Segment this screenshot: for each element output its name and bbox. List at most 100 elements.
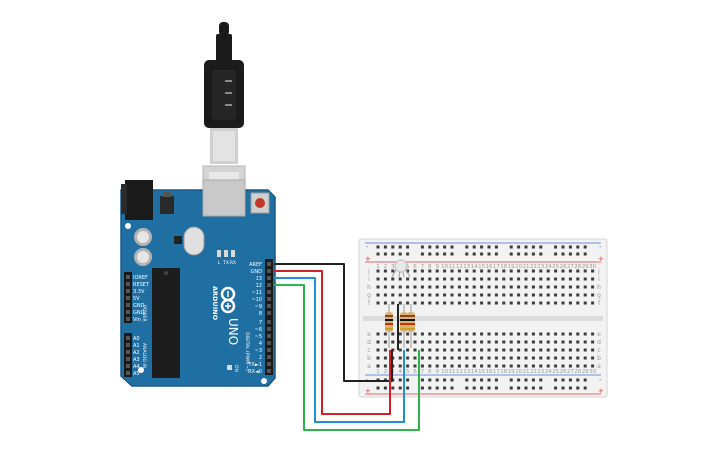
breadboard-hole[interactable] xyxy=(502,293,506,297)
breadboard-hole[interactable] xyxy=(376,285,380,289)
breadboard-hole[interactable] xyxy=(591,269,595,273)
breadboard-hole[interactable] xyxy=(531,269,535,273)
rail-hole[interactable] xyxy=(391,252,395,256)
breadboard-hole[interactable] xyxy=(524,301,528,305)
breadboard-hole[interactable] xyxy=(524,277,528,281)
breadboard-hole[interactable] xyxy=(420,348,424,352)
rail-hole[interactable] xyxy=(406,245,410,249)
header-pin[interactable] xyxy=(267,276,271,280)
breadboard-hole[interactable] xyxy=(413,269,417,273)
breadboard-hole[interactable] xyxy=(509,269,513,273)
breadboard-hole[interactable] xyxy=(531,340,535,344)
wire-gnd[interactable] xyxy=(274,263,393,382)
header-pin[interactable] xyxy=(267,362,271,366)
breadboard-hole[interactable] xyxy=(568,269,572,273)
rail-hole[interactable] xyxy=(554,245,558,249)
breadboard-hole[interactable] xyxy=(480,277,484,281)
breadboard-hole[interactable] xyxy=(494,293,498,297)
breadboard-hole[interactable] xyxy=(472,356,476,360)
breadboard-hole[interactable] xyxy=(443,277,447,281)
breadboard-hole[interactable] xyxy=(546,356,550,360)
rail-hole[interactable] xyxy=(391,386,395,390)
rail-hole[interactable] xyxy=(554,252,558,256)
rail-hole[interactable] xyxy=(398,386,402,390)
breadboard-hole[interactable] xyxy=(487,340,491,344)
rail-hole[interactable] xyxy=(480,386,484,390)
breadboard-hole[interactable] xyxy=(576,277,580,281)
rail-hole[interactable] xyxy=(450,378,454,382)
breadboard-hole[interactable] xyxy=(568,285,572,289)
breadboard-hole[interactable] xyxy=(524,348,528,352)
header-pin[interactable] xyxy=(267,262,271,266)
header-pin[interactable] xyxy=(126,357,130,361)
breadboard-hole[interactable] xyxy=(554,364,558,368)
breadboard-hole[interactable] xyxy=(554,332,558,336)
breadboard-hole[interactable] xyxy=(398,332,402,336)
breadboard-hole[interactable] xyxy=(554,340,558,344)
breadboard-hole[interactable] xyxy=(546,348,550,352)
rail-hole[interactable] xyxy=(472,245,476,249)
resistor-3[interactable] xyxy=(407,304,415,348)
rail-hole[interactable] xyxy=(494,386,498,390)
breadboard-hole[interactable] xyxy=(376,332,380,336)
resistor-2[interactable] xyxy=(400,304,408,348)
rail-hole[interactable] xyxy=(568,252,572,256)
breadboard-hole[interactable] xyxy=(554,348,558,352)
breadboard-hole[interactable] xyxy=(539,269,543,273)
rail-hole[interactable] xyxy=(531,378,535,382)
breadboard-hole[interactable] xyxy=(524,293,528,297)
breadboard-hole[interactable] xyxy=(546,269,550,273)
breadboard-hole[interactable] xyxy=(561,285,565,289)
breadboard-hole[interactable] xyxy=(406,301,410,305)
rail-hole[interactable] xyxy=(465,245,469,249)
breadboard-hole[interactable] xyxy=(517,356,521,360)
breadboard-hole[interactable] xyxy=(539,364,543,368)
breadboard-hole[interactable] xyxy=(494,340,498,344)
breadboard-hole[interactable] xyxy=(554,356,558,360)
breadboard-hole[interactable] xyxy=(443,269,447,273)
rail-hole[interactable] xyxy=(383,252,387,256)
breadboard-hole[interactable] xyxy=(502,301,506,305)
breadboard-hole[interactable] xyxy=(524,285,528,289)
breadboard-hole[interactable] xyxy=(420,340,424,344)
rail-hole[interactable] xyxy=(472,378,476,382)
rail-hole[interactable] xyxy=(568,386,572,390)
rgb-led[interactable] xyxy=(391,259,411,278)
breadboard-hole[interactable] xyxy=(583,340,587,344)
breadboard-hole[interactable] xyxy=(517,277,521,281)
breadboard-hole[interactable] xyxy=(465,293,469,297)
breadboard-hole[interactable] xyxy=(494,332,498,336)
header-pin[interactable] xyxy=(126,336,130,340)
breadboard-hole[interactable] xyxy=(457,301,461,305)
rail-hole[interactable] xyxy=(517,378,521,382)
header-pin[interactable] xyxy=(267,327,271,331)
rail-hole[interactable] xyxy=(398,252,402,256)
rail-hole[interactable] xyxy=(487,378,491,382)
breadboard-hole[interactable] xyxy=(480,285,484,289)
breadboard-hole[interactable] xyxy=(413,364,417,368)
rail-hole[interactable] xyxy=(406,252,410,256)
breadboard-hole[interactable] xyxy=(376,364,380,368)
breadboard-hole[interactable] xyxy=(524,269,528,273)
breadboard-hole[interactable] xyxy=(450,293,454,297)
header-pin[interactable] xyxy=(126,296,130,300)
breadboard-hole[interactable] xyxy=(591,364,595,368)
breadboard-hole[interactable] xyxy=(554,277,558,281)
breadboard-hole[interactable] xyxy=(531,348,535,352)
breadboard-hole[interactable] xyxy=(487,301,491,305)
rail-hole[interactable] xyxy=(487,252,491,256)
breadboard-hole[interactable] xyxy=(487,285,491,289)
rail-hole[interactable] xyxy=(480,252,484,256)
breadboard-hole[interactable] xyxy=(487,356,491,360)
header-pin[interactable] xyxy=(126,282,130,286)
rail-hole[interactable] xyxy=(509,386,513,390)
breadboard-hole[interactable] xyxy=(517,332,521,336)
breadboard-hole[interactable] xyxy=(472,277,476,281)
breadboard-hole[interactable] xyxy=(406,356,410,360)
rail-hole[interactable] xyxy=(524,245,528,249)
breadboard-hole[interactable] xyxy=(413,301,417,305)
breadboard-hole[interactable] xyxy=(435,269,439,273)
rail-hole[interactable] xyxy=(487,245,491,249)
breadboard-hole[interactable] xyxy=(583,277,587,281)
breadboard-hole[interactable] xyxy=(457,277,461,281)
